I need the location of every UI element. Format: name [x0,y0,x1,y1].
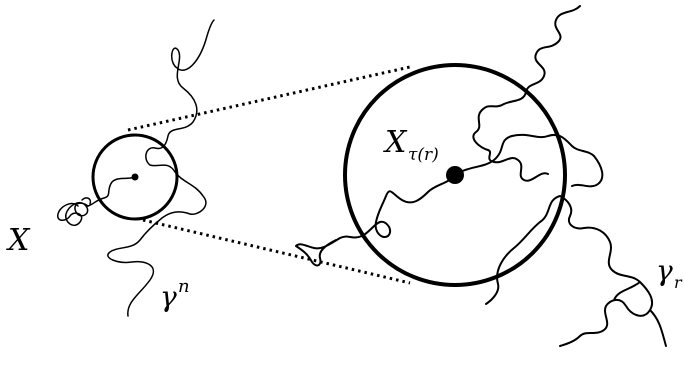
small-circle [91,133,179,221]
label-gamma-n-sup: n [178,276,190,297]
gamma-n-inner-segment [87,176,136,207]
gamma-r-bottom-branch [485,195,667,347]
zoom-line-bottom [142,218,411,285]
label-gamma-r-sub: r [674,273,683,292]
inner-path-to-start [295,174,456,267]
inner-path-to-boundary [454,133,604,188]
gamma-n-curve [107,19,215,317]
gamma-n-knot [57,197,92,226]
label-x-left: X [6,223,31,258]
label-gamma-r: γ [656,254,673,287]
gamma-r-top-branch [472,5,581,182]
label-gamma-n: γ [160,280,177,313]
label-x-tau-sub: τ(r) [408,145,439,165]
zoom-line-top [127,65,411,132]
big-circle [343,63,567,287]
label-x-tau: X [383,125,408,160]
